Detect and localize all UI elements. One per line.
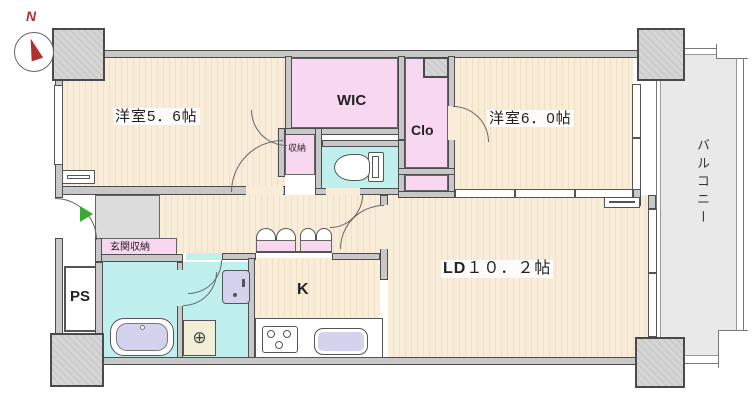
sink-icon xyxy=(314,328,368,355)
pillar xyxy=(52,28,105,81)
wall xyxy=(332,253,380,260)
window xyxy=(54,85,63,165)
stove-icon xyxy=(262,326,298,353)
wall xyxy=(648,195,656,209)
wall xyxy=(222,253,256,260)
clo-lower-closet xyxy=(405,175,448,191)
wall xyxy=(95,254,183,262)
balcony-label: バルコニー xyxy=(694,138,710,228)
wall xyxy=(398,168,455,175)
pillar xyxy=(637,28,685,81)
wall xyxy=(177,262,183,358)
door-gap xyxy=(380,205,388,249)
door-gap xyxy=(326,188,360,195)
wall xyxy=(398,56,405,140)
wall xyxy=(104,50,638,58)
toilet-bowl-icon xyxy=(334,154,370,181)
balcony-floor xyxy=(660,54,737,356)
pillar xyxy=(50,333,104,387)
window xyxy=(604,197,640,208)
sliding-partition xyxy=(455,189,633,198)
window xyxy=(632,84,641,190)
wall xyxy=(248,258,255,358)
kitchen-label: K xyxy=(297,281,309,298)
pillar xyxy=(635,337,685,388)
wall xyxy=(95,238,102,262)
wic-label: WIC xyxy=(337,92,367,109)
wall xyxy=(256,251,332,253)
compass xyxy=(14,32,54,72)
wall xyxy=(103,357,637,365)
entrance-floor xyxy=(95,195,160,242)
wall xyxy=(55,238,63,335)
washbasin-icon xyxy=(222,270,250,304)
ps-label: PS xyxy=(70,288,91,305)
clo-label: Clo xyxy=(411,122,434,138)
wic-room xyxy=(285,58,398,128)
door-gap xyxy=(186,253,222,260)
window xyxy=(648,209,657,337)
wall xyxy=(315,128,322,195)
washing-machine-pan-icon: ⊕ xyxy=(183,320,216,356)
meter-box xyxy=(62,170,95,184)
wall xyxy=(285,128,405,135)
wall xyxy=(398,191,455,198)
entrance-arrow-icon xyxy=(80,206,93,222)
bedroom2-label: 洋室6．0帖 xyxy=(487,110,574,128)
door-gap xyxy=(177,270,183,306)
wall xyxy=(322,140,405,147)
entrance-storage-label: 玄関収納 xyxy=(110,242,150,253)
folding-door-icon xyxy=(300,228,316,240)
living-dining-label: LD１０．２帖 xyxy=(441,260,554,279)
ld-prefix: LD xyxy=(443,260,467,277)
storage-label: 収納 xyxy=(288,143,307,153)
folding-door-icon xyxy=(256,228,276,240)
storage-room xyxy=(285,134,315,175)
ld-area: １０．２帖 xyxy=(466,260,552,277)
compass-label: N xyxy=(26,8,37,24)
bedroom1-label: 洋室5．6帖 xyxy=(113,108,200,126)
balcony-step-top xyxy=(716,44,748,59)
duct-shaft xyxy=(423,57,449,78)
balcony-step-bottom xyxy=(718,330,748,368)
bathtub-drain xyxy=(140,325,145,330)
door-gap xyxy=(448,106,455,140)
folding-door-icon xyxy=(276,228,296,240)
folding-door-icon xyxy=(316,228,332,240)
toilet-tank-icon xyxy=(368,152,384,182)
wall xyxy=(62,186,285,195)
